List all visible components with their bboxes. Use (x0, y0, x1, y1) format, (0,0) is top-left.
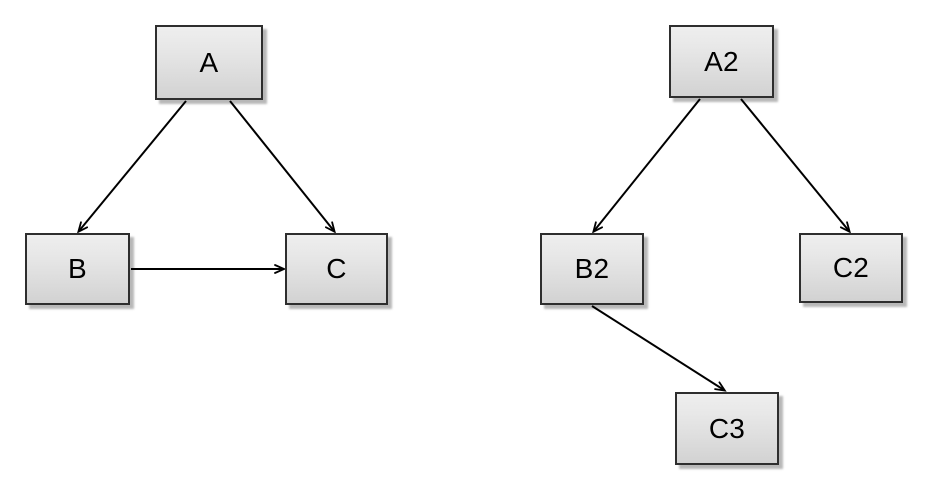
node-b2[interactable]: B2 (540, 233, 644, 305)
node-label: C3 (708, 412, 746, 444)
edge-b2-to-c3 (591, 305, 724, 390)
node-label: C (326, 253, 347, 284)
edge-a2-to-c2 (740, 98, 849, 231)
node-a2[interactable]: A2 (669, 25, 774, 98)
node-label: B (68, 253, 87, 284)
edge-group (79, 98, 849, 390)
node-c3[interactable]: C3 (675, 392, 779, 465)
edge-a-to-c (229, 100, 334, 231)
node-label: A (199, 46, 219, 78)
node-label: C2 (832, 252, 870, 283)
edge-a2-to-b2 (594, 98, 701, 231)
node-b[interactable]: B (25, 233, 130, 305)
node-label: B2 (574, 253, 610, 284)
node-a[interactable]: A (155, 25, 263, 100)
node-label: A2 (704, 45, 739, 77)
node-c2[interactable]: C2 (799, 233, 903, 303)
node-c[interactable]: C (285, 233, 388, 305)
edge-a-to-b (79, 100, 187, 231)
